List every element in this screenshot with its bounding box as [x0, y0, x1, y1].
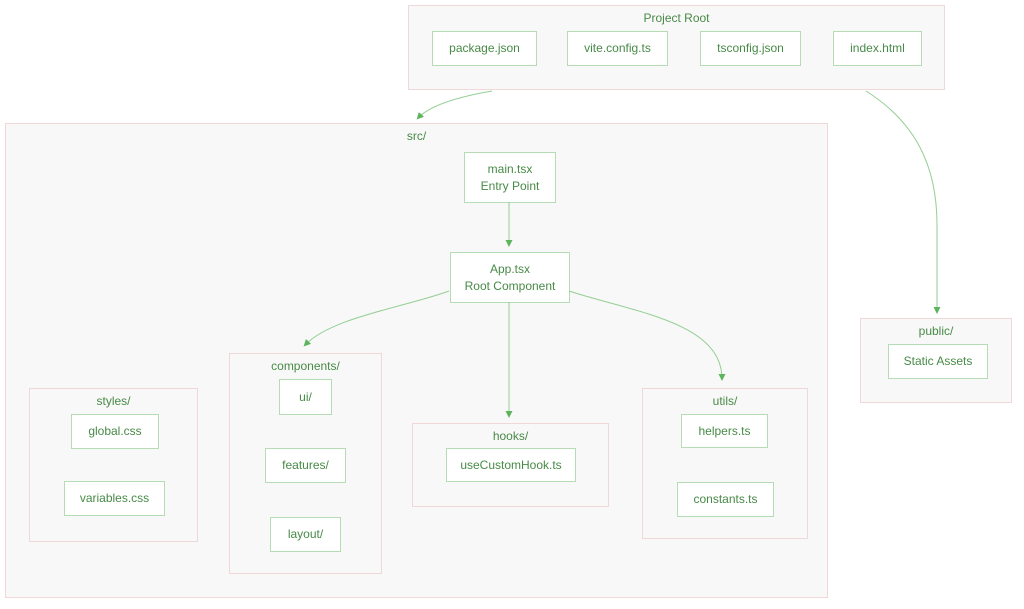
node-helpers-ts-label: helpers.ts [698, 423, 751, 438]
node-constants-ts-label: constants.ts [693, 492, 758, 506]
node-main-tsx-subtitle: Entry Point [480, 178, 540, 193]
node-ui-label: ui/ [299, 389, 312, 404]
node-layout-label: layout/ [287, 527, 324, 541]
group-public-label: public/ [918, 324, 954, 338]
node-package-json-label: package.json [449, 41, 520, 55]
node-package-json: package.json [432, 31, 537, 66]
node-index-html-label: index.html [850, 41, 905, 55]
group-utils: utils/ helpers.ts constants.ts [642, 388, 808, 539]
node-tsconfig-label: tsconfig.json [717, 41, 784, 55]
node-use-custom-hook: useCustomHook.ts [446, 448, 576, 482]
node-tsconfig: tsconfig.json [700, 31, 801, 66]
group-styles: styles/ global.css variables.css [29, 388, 198, 542]
edge-projectroot-to-src [416, 90, 493, 120]
group-hooks-label: hooks/ [492, 429, 529, 443]
node-features: features/ [265, 448, 346, 483]
node-use-custom-hook-label: useCustomHook.ts [460, 457, 562, 472]
group-src-label: src/ [406, 129, 427, 143]
node-app-tsx-title: App.tsx [489, 261, 531, 276]
node-global-css-label: global.css [88, 424, 142, 438]
group-project-root-label: Project Root [643, 11, 710, 25]
node-constants-ts: constants.ts [677, 482, 774, 517]
node-helpers-ts: helpers.ts [681, 414, 768, 448]
group-utils-label: utils/ [712, 394, 738, 408]
node-vite-config-label: vite.config.ts [584, 41, 651, 55]
node-vite-config: vite.config.ts [567, 31, 668, 66]
node-ui: ui/ [279, 379, 332, 415]
group-components-label: components/ [271, 359, 340, 373]
node-layout: layout/ [270, 517, 341, 552]
node-app-tsx: App.tsx Root Component [450, 252, 570, 303]
node-main-tsx: main.tsx Entry Point [464, 152, 556, 203]
group-styles-label: styles/ [96, 394, 131, 408]
node-main-tsx-title: main.tsx [487, 161, 533, 176]
group-components: components/ ui/ features/ layout/ [229, 353, 382, 574]
node-variables-css: variables.css [64, 481, 165, 516]
group-hooks: hooks/ useCustomHook.ts [412, 423, 609, 507]
node-features-label: features/ [282, 458, 329, 472]
node-index-html: index.html [833, 31, 922, 66]
node-static-assets-label: Static Assets [903, 354, 973, 368]
group-project-root: Project Root package.json vite.config.ts… [408, 5, 945, 90]
edge-projectroot-to-public [865, 90, 941, 314]
node-static-assets: Static Assets [888, 344, 988, 379]
node-app-tsx-subtitle: Root Component [464, 278, 556, 293]
node-global-css: global.css [71, 414, 159, 449]
group-public: public/ Static Assets [860, 318, 1012, 403]
node-variables-css-label: variables.css [79, 491, 150, 505]
group-src: src/ main.tsx Entry Point App.tsx Root C… [5, 123, 828, 598]
